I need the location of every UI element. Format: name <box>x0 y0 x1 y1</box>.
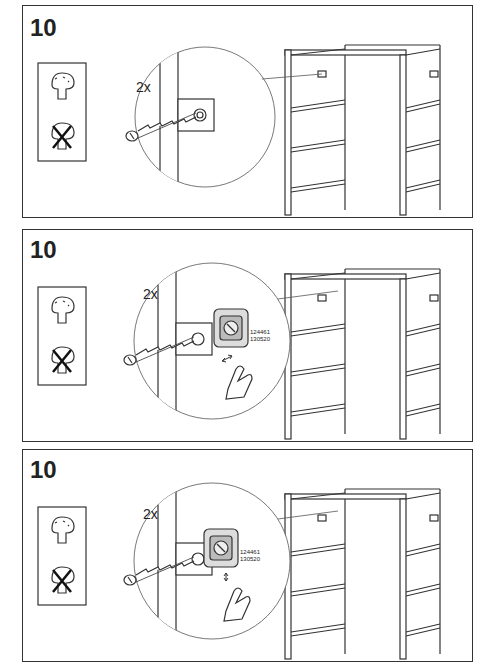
step-number: 10 <box>30 16 57 40</box>
quantity-label: 2x <box>143 287 158 301</box>
part-number: 124461 130520 <box>250 329 276 343</box>
quantity-label: 2x <box>143 507 158 521</box>
step-number: 10 <box>30 458 57 482</box>
step-number: 10 <box>30 238 57 262</box>
quantity-label: 2x <box>136 80 151 94</box>
part-number: 124461 130520 <box>240 549 266 563</box>
